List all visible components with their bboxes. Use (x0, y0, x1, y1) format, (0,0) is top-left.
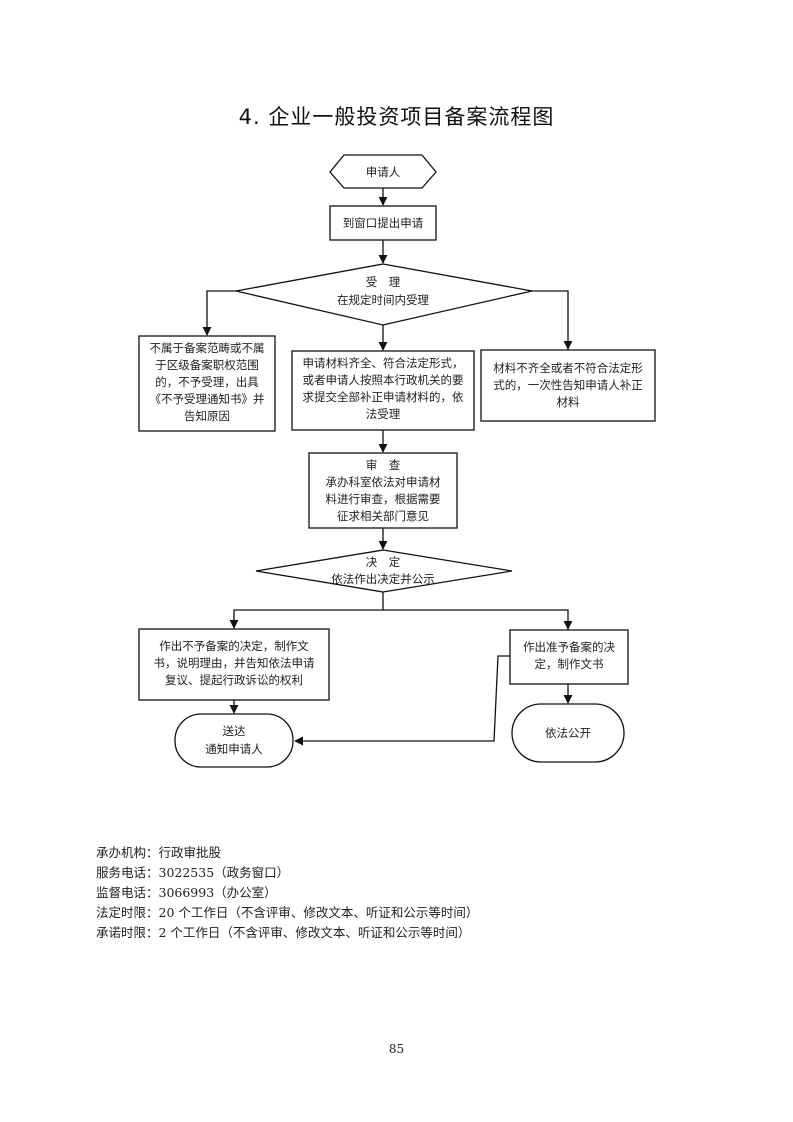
incomplete-line: 材料不齐全或者不符合法定形 (493, 361, 643, 375)
submit-label: 到窗口提出申请 (343, 216, 424, 230)
deny-line: 复议、提起行政诉讼的权利 (165, 673, 303, 687)
page-title: 4. 企业一般投资项目备案流程图 (238, 105, 555, 129)
connector-decision-deny (229, 592, 384, 629)
approve-line: 作出准予备案的决 (523, 640, 615, 654)
deliver-terminal (174, 713, 294, 768)
accept-complete-line: 申请材料齐全、符合法定形式， (303, 356, 464, 370)
accept-complete-line: 或者申请人按照本行政机关的要 (303, 373, 464, 387)
deny-box (138, 628, 330, 701)
accept-complete-text: 申请材料齐全、符合法定形式， 或者申请人按照本行政机关的要 求提交全部补正申请材… (303, 356, 464, 421)
connector-approve-deliver (294, 655, 510, 746)
review-line: 料进行审查，根据需要 (326, 492, 441, 506)
reject-scope-line: 告知原因 (184, 409, 230, 423)
publish-terminal (511, 703, 625, 763)
approve-text: 作出准予备案的决 定，制作文书 (523, 640, 615, 671)
incomplete-line: 式的，一次性告知申请人补正 (493, 378, 643, 392)
review-text: 承办科室依法对申请材 料进行审查，根据需要 征求相关部门意见 (326, 475, 441, 523)
accept-subtitle: 在规定时间内受理 (337, 293, 429, 307)
publish-label: 依法公开 (545, 726, 591, 740)
reject-scope-line: 《不予受理通知书》并 (150, 392, 265, 406)
reject-scope-text: 不属于备案范畴或不属 于区级备案职权范围 的，不予受理，出具 《不予受理通知书》… (150, 341, 265, 423)
accept-complete-line: 法受理 (366, 407, 401, 421)
deliver-line: 送达 (223, 724, 246, 738)
decision-subtitle: 依法作出决定并公示 (331, 572, 435, 586)
deny-line: 书，说明理由，并告知依法申请 (154, 656, 315, 670)
deny-line: 作出不予备案的决定，制作文 (159, 639, 309, 653)
decision-title: 决 定 (366, 555, 401, 569)
footer-legal-time-limit: 法定时限：20 个工作日（不含评审、修改文本、听证和公示等时间） (96, 905, 479, 920)
approve-box (509, 629, 629, 685)
incomplete-line: 材料 (557, 395, 580, 409)
footer-agency: 承办机构：行政审批股 (96, 845, 222, 860)
connector-accept-reject (202, 290, 236, 336)
flowchart: 申请人 到窗口提出申请 受 理 在规定时间内受理 不属于备案范畴或不属 于区级备… (138, 154, 656, 768)
decision-diamond (255, 549, 513, 593)
applicant-label: 申请人 (366, 165, 401, 179)
applicant-node (329, 154, 437, 189)
reject-scope-line: 不属于备案范畴或不属 (150, 341, 265, 355)
accept-title: 受 理 (366, 275, 401, 289)
footer-promised-time-limit: 承诺时限：2 个工作日（不含评审、修改文本、听证和公示等时间） (96, 925, 471, 940)
submit-box (329, 205, 437, 241)
accept-complete-box (291, 350, 475, 431)
footer-supervision-phone: 监督电话：3066993（办公室） (96, 885, 277, 900)
review-title: 审 查 (366, 458, 401, 472)
deliver-line: 通知申请人 (205, 742, 263, 756)
deny-text: 作出不予备案的决定，制作文 书，说明理由，并告知依法申请 复议、提起行政诉讼的权… (154, 639, 315, 687)
review-line: 承办科室依法对申请材 (326, 475, 441, 489)
footer-info: 承办机构：行政审批股 服务电话：3022535（政务窗口） 监督电话：30669… (96, 843, 478, 943)
accept-complete-line: 求提交全部补正申请材料的，依 (303, 390, 464, 404)
footer-service-phone: 服务电话：3022535（政务窗口） (96, 865, 290, 880)
incomplete-text: 材料不齐全或者不符合法定形 式的，一次性告知申请人补正 材料 (493, 361, 643, 409)
reject-scope-line: 的，不予受理，出具 (155, 375, 259, 389)
connector-decision-approve (383, 609, 573, 630)
page-number: 85 (388, 1042, 405, 1056)
reject-scope-box (138, 335, 276, 432)
incomplete-box (480, 349, 656, 422)
accept-diamond (235, 263, 533, 326)
flow-connectors (202, 188, 573, 746)
connector-accept-incomplete (532, 290, 573, 350)
review-box (308, 452, 458, 529)
reject-scope-line: 于区级备案职权范围 (155, 358, 259, 372)
review-line: 征求相关部门意见 (337, 509, 429, 523)
approve-line: 定，制作文书 (535, 657, 604, 671)
